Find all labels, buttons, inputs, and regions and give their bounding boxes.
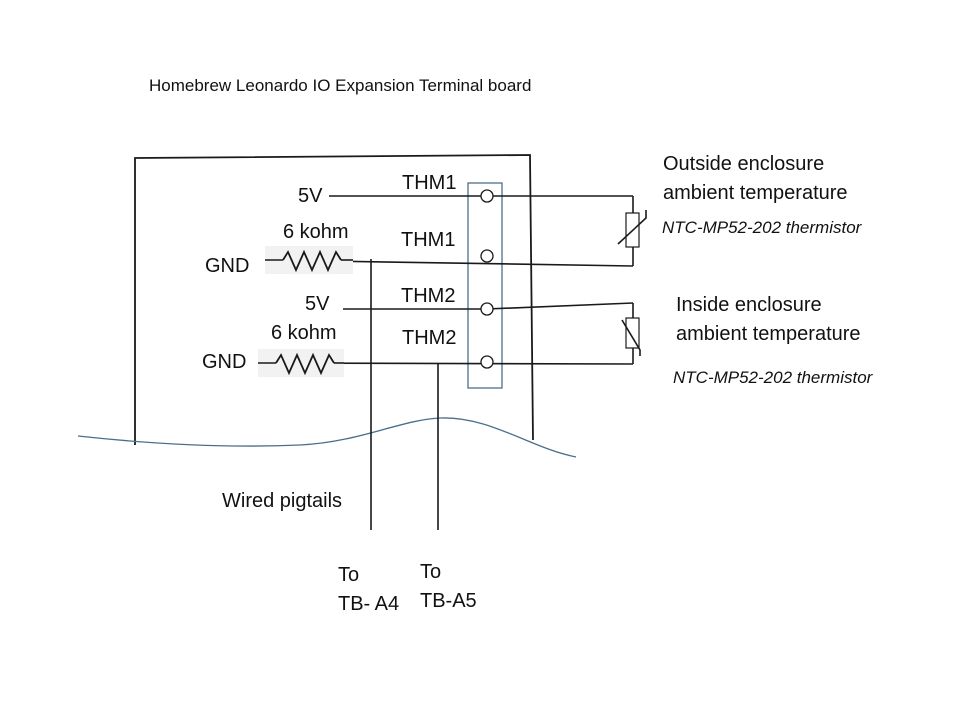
terminal-strip: [467, 182, 503, 389]
terminal-label-thm1-b: THM1: [401, 229, 456, 251]
board-cut-line: [77, 417, 577, 458]
outside-part-label: NTC-MP52-202 thermistor: [662, 218, 862, 237]
to-a4-line2: TB- A4: [338, 593, 400, 615]
diagram-title: Homebrew Leonardo IO Expansion Terminal …: [149, 76, 532, 95]
inside-part-label: NTC-MP52-202 thermistor: [673, 368, 873, 387]
label-resistor-1: 6 kohm: [283, 221, 349, 243]
outside-label-line1: Outside enclosure: [663, 153, 825, 175]
terminal-thm2-b: [480, 355, 494, 369]
terminal-thm1-b: [480, 249, 494, 263]
label-gnd-1: GND: [205, 255, 250, 277]
to-a5-line2: TB-A5: [420, 590, 477, 612]
label-gnd-2: GND: [202, 351, 247, 373]
to-a5-line1: To: [420, 561, 442, 583]
thermistor-2-slash: [621, 319, 641, 356]
terminal-label-thm2-b: THM2: [402, 327, 457, 349]
terminal-thm1-a: [480, 189, 494, 203]
resistor-1: [282, 249, 342, 273]
label-5v-1: 5V: [298, 185, 323, 207]
label-5v-2: 5V: [305, 293, 330, 315]
inside-label-line1: Inside enclosure: [676, 294, 822, 316]
outside-label-line2: ambient temperature: [663, 182, 848, 204]
label-resistor-2: 6 kohm: [271, 322, 337, 344]
inside-label-line2: ambient temperature: [676, 323, 861, 345]
terminal-label-thm1-a: THM1: [402, 172, 457, 194]
thermistor-1-slash: [617, 210, 647, 245]
to-a4-line1: To: [338, 564, 360, 586]
board-outline: [134, 154, 534, 445]
terminal-thm2-a: [480, 302, 494, 316]
pigtails-label: Wired pigtails: [222, 490, 343, 512]
thermistor-2-body: [625, 317, 640, 349]
resistor-2: [275, 352, 335, 376]
terminal-label-thm2-a: THM2: [401, 285, 456, 307]
